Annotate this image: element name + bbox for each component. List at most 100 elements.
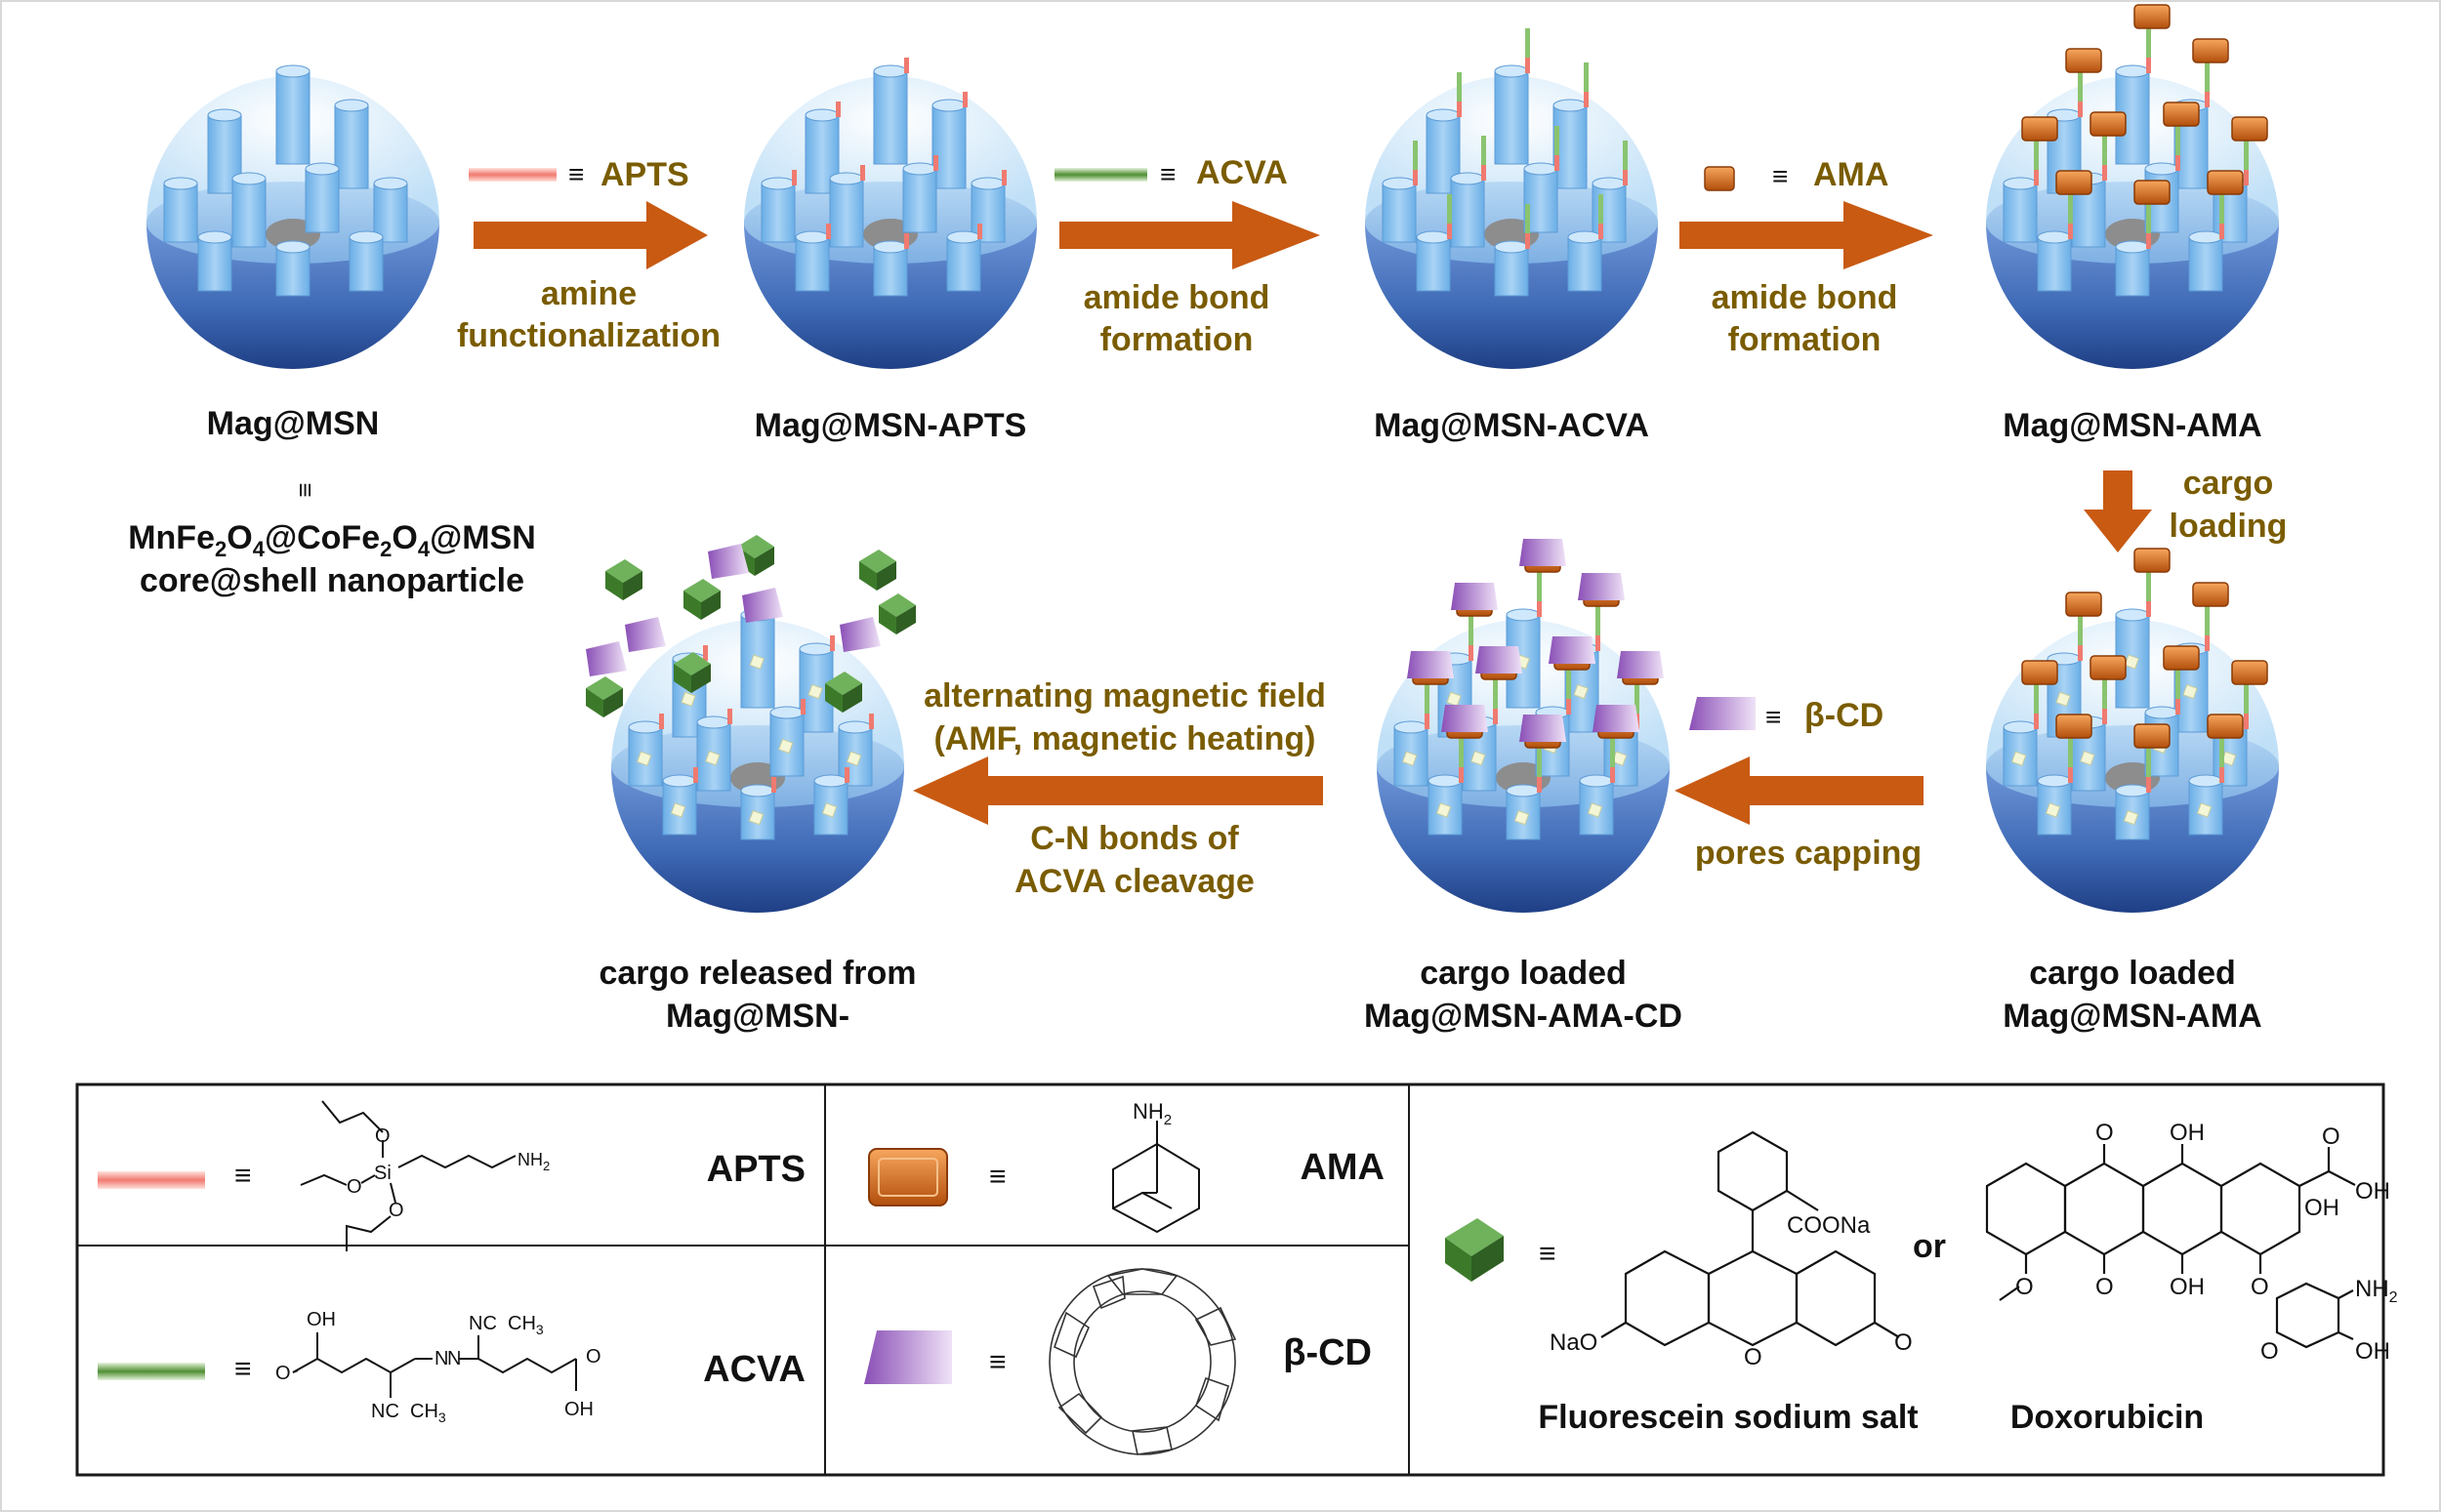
legend-cd-shape (864, 1330, 952, 1384)
pore-opening (799, 642, 834, 656)
pore-opening (740, 784, 775, 797)
label-mag-msn-ama: Mag@MSN-AMA (2003, 407, 2261, 444)
cargo-molecule (749, 654, 765, 670)
pore-channel (334, 104, 369, 189)
acva-linker (2219, 194, 2224, 224)
cargo-molecule (2045, 802, 2061, 818)
step3-text-line2: formation (1728, 321, 1882, 358)
pore-opening (1567, 230, 1602, 244)
pore-opening (207, 108, 242, 122)
acva-linker (1554, 126, 1559, 155)
step4-text-line2: loading (2170, 508, 2288, 545)
step5-text: pores capping (1695, 835, 1922, 872)
fluorescein-o: O (1744, 1344, 1762, 1370)
nanoparticle (146, 64, 439, 369)
released-cargo-cube (586, 676, 623, 700)
apts-linker (1554, 155, 1559, 171)
ama-cap (2207, 714, 2244, 739)
apts-linker (830, 635, 835, 651)
cargo-molecule (2080, 751, 2095, 766)
apts-linker (1425, 714, 1429, 729)
label-released-line1: cargo released from (599, 955, 916, 992)
released-cargo-cube-side (683, 591, 701, 620)
pore-channel (829, 178, 864, 248)
acva-n: N (447, 1348, 461, 1369)
released-cargo-cube-side (605, 571, 623, 600)
apts-linker (2078, 102, 2083, 117)
pore-opening (761, 177, 796, 190)
apts-linker (2034, 170, 2039, 185)
apts-linker (2175, 699, 2180, 715)
pore-channel (1382, 183, 1417, 243)
cd-cap (1451, 583, 1498, 610)
equiv-symbol: ≡ (1539, 1238, 1556, 1270)
pore-channel (275, 70, 310, 165)
fluorescein-nao: NaO (1550, 1329, 1597, 1356)
cd-cap (1549, 636, 1595, 664)
apts-linker (2219, 767, 2224, 783)
acva-linker (2068, 738, 2073, 767)
apts-linker (1525, 233, 1530, 249)
apts-linker (904, 58, 909, 73)
ama-reagent-label: AMA (1813, 156, 1888, 193)
apts-o-atom: O (375, 1125, 391, 1147)
acva-linker (1457, 72, 1462, 102)
apts-linker (2034, 714, 2039, 729)
pore-opening (305, 162, 340, 176)
pore-opening (2144, 162, 2179, 176)
pore-opening (795, 230, 830, 244)
apts-linker (1457, 102, 1462, 117)
released-cd-piece (742, 588, 783, 623)
dox-oh: OH (2355, 1178, 2390, 1205)
acva-linker (2205, 62, 2210, 92)
acva-linker (2146, 572, 2151, 601)
label-mag-msn-acva: Mag@MSN-ACVA (1374, 407, 1649, 444)
released-cargo-cube-side (859, 561, 877, 591)
pore-opening (805, 108, 840, 122)
released-cargo-cube-side (586, 688, 603, 717)
pore-channel (2037, 236, 2072, 292)
acva-linker (1537, 572, 1542, 601)
ama-cap (2055, 714, 2092, 739)
acva-linker (2205, 606, 2210, 635)
label-loaded-cd-line2: Mag@MSN-AMA-CD (1364, 998, 1682, 1035)
apts-linker (2175, 155, 2180, 171)
cargo-molecule (681, 691, 696, 707)
pore-channel (275, 246, 310, 297)
pore-channel (305, 168, 340, 233)
dox-oh: OH (2170, 1120, 2205, 1146)
cd-cap (1519, 539, 1566, 566)
cd-cap (1617, 651, 1664, 678)
equiv-symbol: ≡ (1160, 159, 1176, 189)
cargo-molecule (1513, 809, 1530, 826)
ama-cap (2089, 655, 2127, 680)
legend-cd-label: β-CD (1283, 1332, 1372, 1373)
cargo-molecule (778, 738, 794, 755)
cd-swatch (1689, 697, 1756, 730)
pore-opening (813, 774, 848, 788)
step1-text-line2: functionalization (457, 317, 721, 354)
acva-linker (1493, 679, 1498, 709)
cargo-molecule (846, 751, 862, 766)
label-released-line2: Mag@MSN- (666, 998, 849, 1035)
apts-linker (1598, 224, 1603, 239)
label-loaded-ama-line2: Mag@MSN-AMA (2003, 998, 2261, 1035)
acva-linker (2034, 684, 2039, 714)
released-cargo-cube (737, 535, 774, 558)
step1-text-line1: amine (541, 275, 637, 312)
pore-channel (946, 236, 981, 292)
pore-channel (1450, 178, 1485, 248)
pore-opening (829, 172, 864, 185)
pore-opening (2037, 774, 2072, 788)
fluorescein-coona: COONa (1787, 1212, 1871, 1239)
ama-cap (2065, 592, 2102, 617)
step-arrow-5 (1675, 756, 1924, 825)
pore-opening (1382, 177, 1417, 190)
apts-linker (1459, 767, 1464, 783)
fluorescein-o: O (1894, 1329, 1913, 1356)
cargo-molecule (1587, 802, 1603, 818)
ama-cap (2133, 548, 2171, 573)
ama-structure (1112, 1121, 1200, 1234)
step6-top-line2: (AMF, magnetic heating) (933, 720, 1315, 757)
